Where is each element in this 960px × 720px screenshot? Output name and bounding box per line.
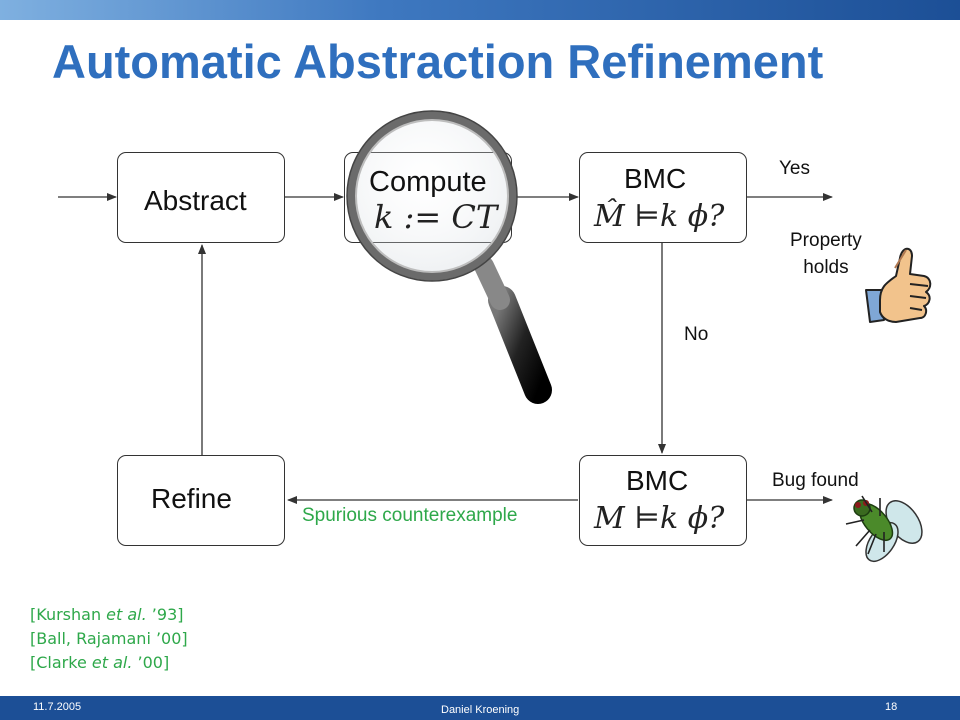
footer-bar: 11.7.2005 Daniel Kroening 18 [0,696,960,720]
reference-ball-rajamani: [Ball, Rajamani ’00] [30,629,188,648]
spurious-counterexample-label: Spurious counterexample [302,505,518,526]
slide-title: Automatic Abstraction Refinement [52,35,824,88]
refine-label: Refine [151,483,232,514]
footer-date: 11.7.2005 [33,701,82,713]
bmc-top-box [579,152,747,243]
abstract-label: Abstract [144,185,247,216]
bmc-bottom-formula: M ⊨k ϕ? [594,501,725,536]
bmc-top-formula: M̂ ⊨k ϕ? [594,199,725,234]
references: [Kurshan et al. ’93] [Ball, Rajamani ’00… [30,603,188,675]
footer-page-number: 18 [885,701,898,713]
bug-found-label: Bug found [772,470,859,491]
reference-clarke: [Clarke et al. ’00] [30,653,170,672]
no-label: No [684,324,709,345]
compute-label: Compute [369,166,487,198]
compute-formula: k := CT [374,198,498,236]
property-holds-label: Property holds [790,227,862,281]
property-holds-line-2: holds [803,257,849,278]
refine-box [117,455,285,546]
abstract-box [117,152,285,243]
footer-author: Daniel Kroening [441,704,520,716]
bmc-bottom-label: BMC [626,465,689,496]
bmc-top-label: BMC [624,163,687,194]
property-holds-line-1: Property [790,230,862,251]
bmc-bottom-box [579,455,747,546]
top-gradient-bar [0,0,960,20]
yes-label: Yes [779,158,810,179]
reference-kurshan: [Kurshan et al. ’93] [30,605,184,624]
